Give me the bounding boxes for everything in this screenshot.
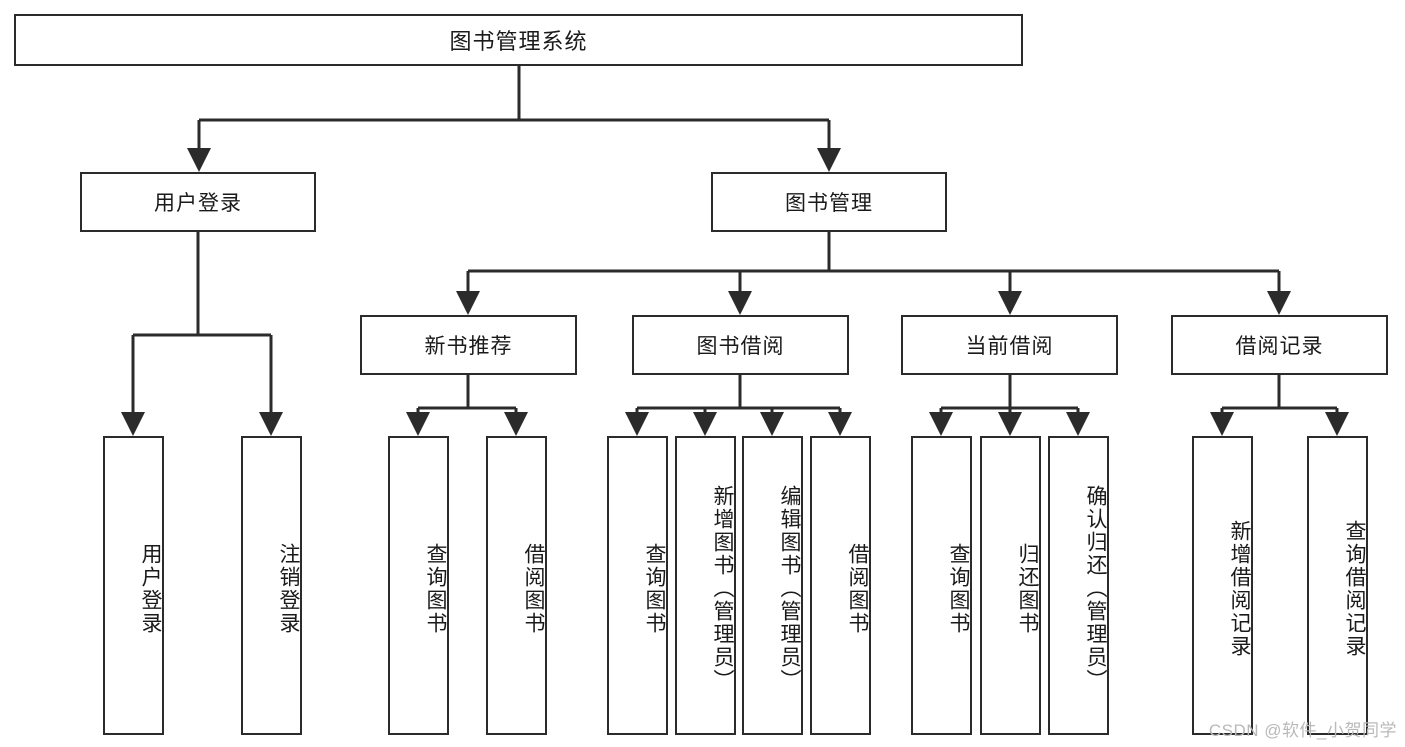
leaf-borrow-book[interactable]: 借阅图书 — [810, 436, 871, 735]
node-label: 注销登录 — [277, 542, 300, 635]
watermark: CSDN @软件_小贺同学 — [1208, 721, 1397, 740]
node-label: 借阅图书 — [846, 542, 869, 635]
leaf-query-book-current[interactable]: 查询图书 — [911, 436, 972, 735]
leaf-add-book-admin[interactable]: 新增图书（管理员） — [675, 436, 736, 735]
node-label: 图书管理系统 — [449, 29, 588, 54]
node-label: 借阅图书 — [522, 542, 545, 635]
leaf-query-book-recommend[interactable]: 查询图书 — [388, 436, 449, 735]
node-label: 图书借阅 — [696, 335, 785, 358]
leaf-add-borrow-record[interactable]: 新增借阅记录 — [1192, 436, 1253, 735]
leaf-edit-book-admin[interactable]: 编辑图书（管理员） — [742, 436, 803, 735]
node-label: 查询图书 — [643, 542, 666, 635]
node-label: 归还图书 — [1016, 542, 1039, 635]
node-label: 确认归还（管理员） — [1084, 485, 1107, 692]
node-label: 图书管理 — [785, 192, 873, 215]
node-user-login[interactable]: 用户登录 — [80, 172, 316, 232]
node-label: 用户登录 — [139, 542, 162, 635]
leaf-return-book[interactable]: 归还图书 — [980, 436, 1041, 735]
node-borrow-record[interactable]: 借阅记录 — [1171, 315, 1388, 375]
leaf-confirm-return-admin[interactable]: 确认归还（管理员） — [1048, 436, 1109, 735]
leaf-borrow-book-recommend[interactable]: 借阅图书 — [486, 436, 547, 735]
node-label: 查询借阅记录 — [1343, 519, 1366, 658]
node-label: 用户登录 — [154, 192, 242, 215]
node-root-system[interactable]: 图书管理系统 — [14, 14, 1023, 66]
node-label: 编辑图书（管理员） — [778, 485, 801, 692]
leaf-user-login[interactable]: 用户登录 — [103, 436, 164, 735]
leaf-logout[interactable]: 注销登录 — [241, 436, 302, 735]
node-label: 当前借阅 — [965, 335, 1054, 358]
node-book-borrow[interactable]: 图书借阅 — [632, 315, 849, 375]
node-label: 新增图书（管理员） — [711, 485, 734, 692]
node-new-book-recommend[interactable]: 新书推荐 — [360, 315, 577, 375]
node-book-management[interactable]: 图书管理 — [711, 172, 947, 232]
leaf-query-book-borrow[interactable]: 查询图书 — [607, 436, 668, 735]
node-label: 查询图书 — [947, 542, 970, 635]
leaf-query-borrow-record[interactable]: 查询借阅记录 — [1307, 436, 1368, 735]
node-current-borrow[interactable]: 当前借阅 — [901, 315, 1118, 375]
node-label: 新增借阅记录 — [1228, 519, 1251, 658]
node-label: 新书推荐 — [424, 335, 513, 358]
node-label: 查询图书 — [424, 542, 447, 635]
node-label: 借阅记录 — [1235, 335, 1324, 358]
